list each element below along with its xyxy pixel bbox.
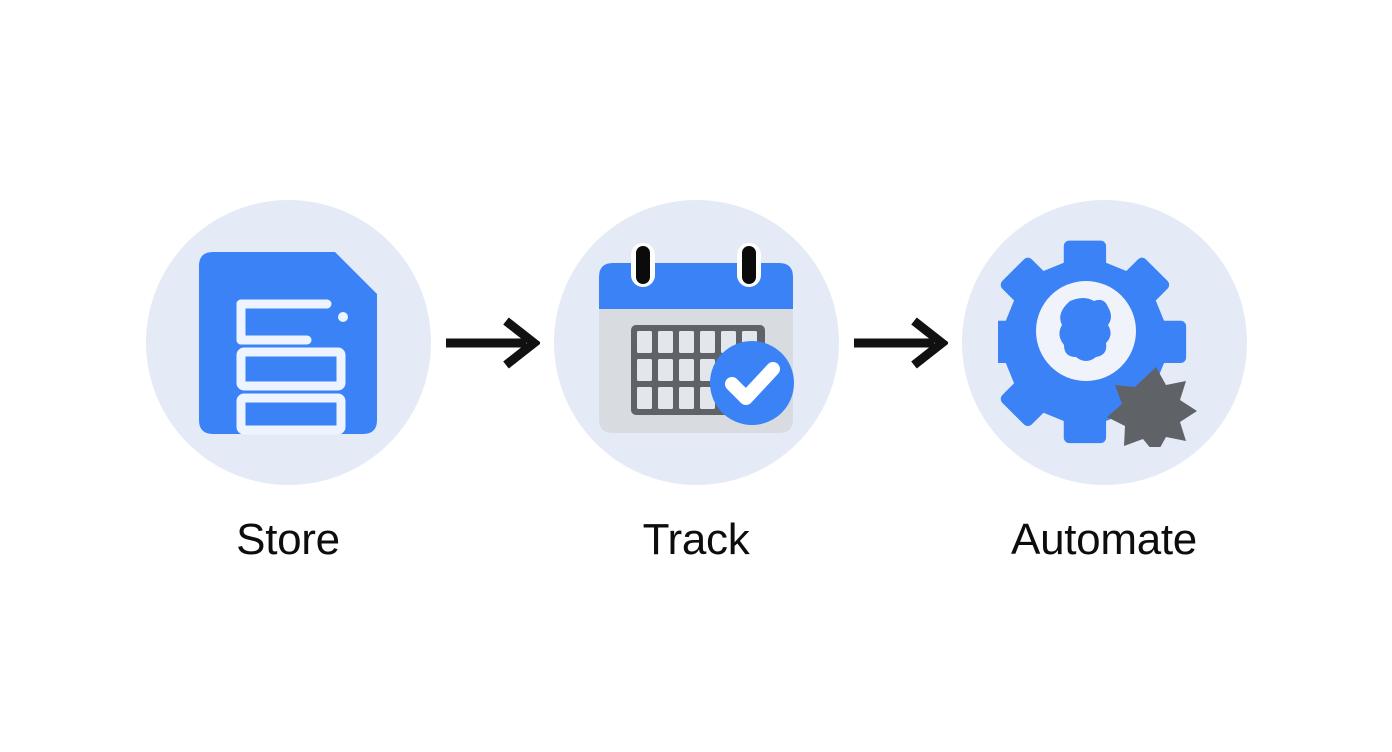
arrow-right-icon — [852, 315, 948, 371]
flow-steps-row: Store — [143, 200, 1249, 562]
step-track[interactable]: Track — [551, 200, 841, 562]
calendar-check-icon — [589, 237, 803, 449]
step-track-icon-circle — [553, 200, 839, 485]
step-track-label: Track — [642, 515, 750, 564]
document-icon — [195, 248, 381, 438]
step-store-icon-circle — [145, 200, 431, 485]
connector-1 — [433, 200, 551, 485]
step-automate-icon-circle — [961, 200, 1247, 485]
gears-icon — [998, 239, 1210, 447]
arrow-right-icon — [444, 315, 540, 371]
connector-2 — [841, 200, 959, 485]
step-automate[interactable]: Automate — [959, 200, 1249, 562]
step-store-label: Store — [236, 515, 340, 564]
step-automate-label: Automate — [1011, 515, 1197, 564]
step-store[interactable]: Store — [143, 200, 433, 562]
